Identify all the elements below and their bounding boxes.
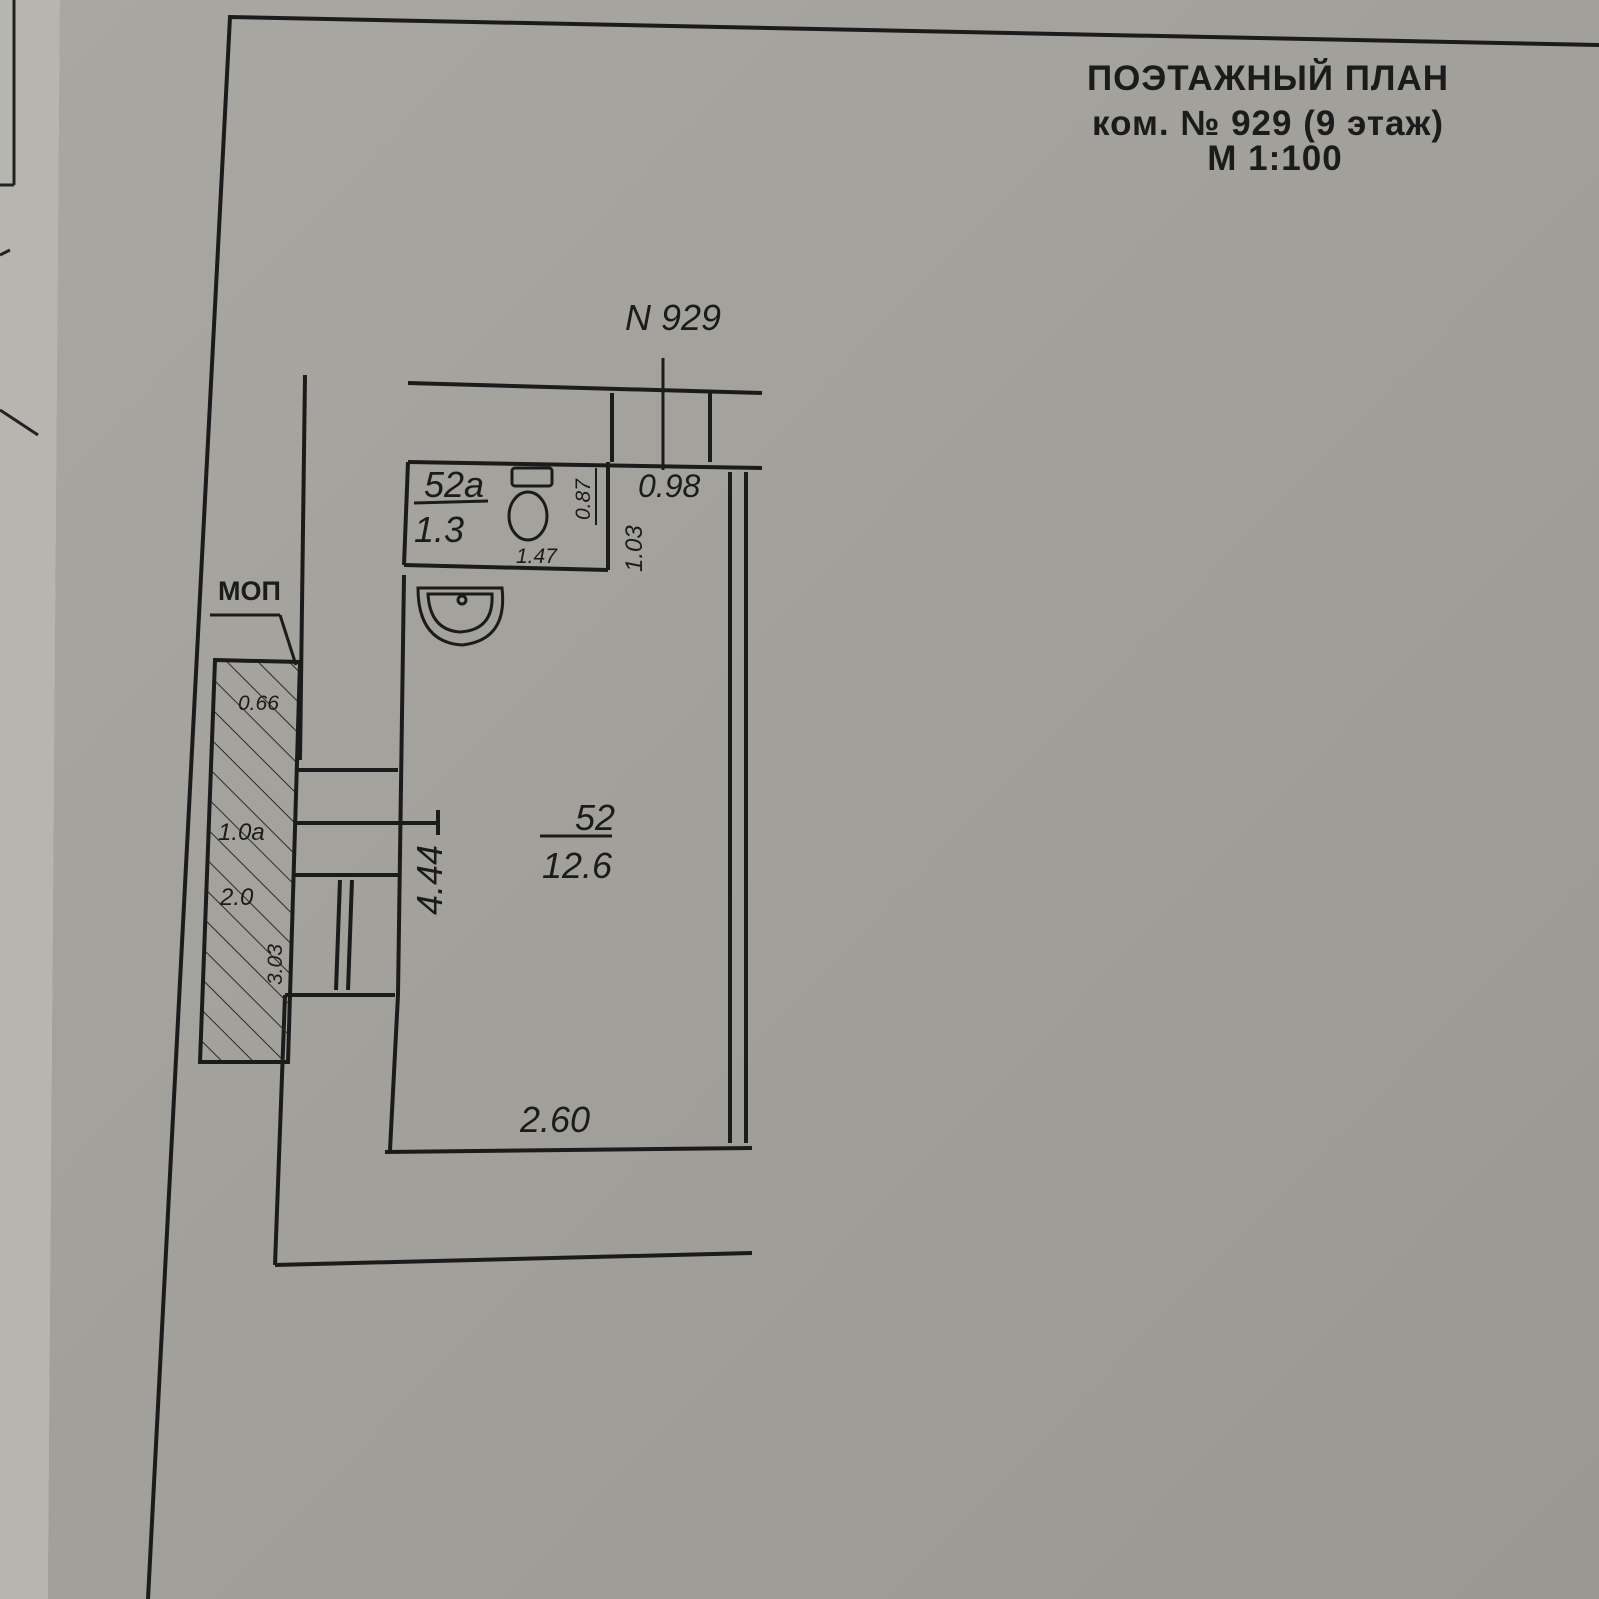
bath-depth-dim: 0.87 — [572, 478, 595, 520]
mop-leader-diag — [278, 614, 298, 666]
room-length-dim: 4.44 — [409, 845, 450, 915]
adjacent-page-line-2 — [0, 248, 11, 257]
main-room-number: 52 — [575, 797, 615, 838]
room-width-dim: 2.60 — [519, 1099, 590, 1140]
toilet-icon — [507, 466, 554, 542]
adjacent-page — [0, 0, 60, 1599]
bathroom-fraction-line — [413, 499, 489, 505]
drawing-frame — [146, 14, 1599, 1599]
bathroom-area: 1.3 — [414, 509, 464, 550]
mop-label: МОП — [218, 576, 281, 606]
main-room-area: 12.6 — [542, 845, 613, 886]
closet-label-lower: 2.0 — [219, 884, 254, 911]
entry-width-dim: 0.98 — [638, 468, 700, 504]
bath-length-dim: 1.03 — [621, 525, 648, 572]
adjacent-page-line-3 — [0, 408, 39, 437]
mop-closet — [197, 657, 303, 1064]
closet-label-middle: 1.0а — [218, 819, 265, 846]
walls — [273, 374, 763, 1267]
room-subtitle: ком. № 929 (9 этаж) — [1092, 104, 1444, 143]
paper-sheet — [48, 0, 1599, 1599]
sink-icon — [416, 586, 505, 647]
closet-label-top: 0.66 — [238, 692, 279, 715]
plan-title: ПОЭТАЖНЫЙ ПЛАН — [1087, 58, 1449, 98]
scale-label: М 1:100 — [1207, 139, 1342, 178]
room-number: N 929 — [625, 297, 721, 338]
bathroom-number: 52а — [424, 464, 484, 505]
closet-label-side: 3.03 — [264, 944, 287, 985]
bath-width-dim: 1.47 — [516, 545, 558, 568]
